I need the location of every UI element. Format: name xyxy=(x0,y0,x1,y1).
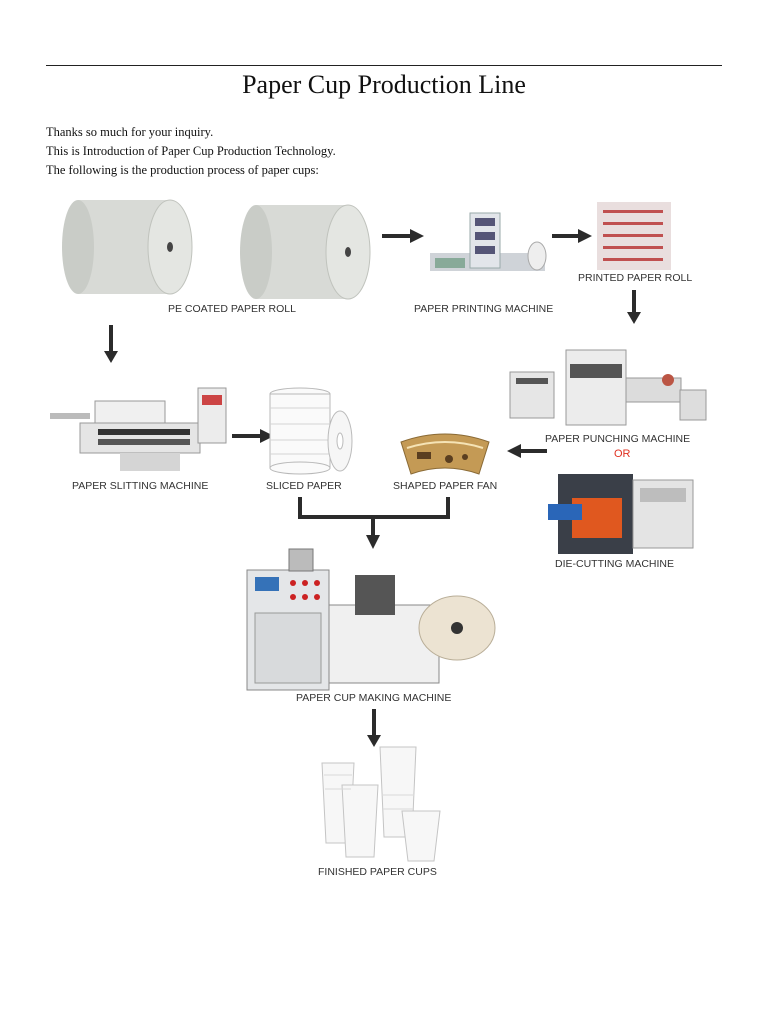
label-punching-machine: PAPER PUNCHING MACHINE xyxy=(545,433,691,445)
intro-line-2: This is Introduction of Paper Cup Produc… xyxy=(46,144,336,158)
sliced-paper-image xyxy=(268,386,356,478)
pe-coated-roll-image-1 xyxy=(60,198,200,298)
label-die-cutting: DIE-CUTTING MACHINE xyxy=(555,558,674,570)
printing-machine-image xyxy=(425,208,550,278)
top-rule xyxy=(46,65,722,66)
page-title: Paper Cup Production Line xyxy=(242,70,526,99)
label-printed-roll: PRINTED PAPER ROLL xyxy=(578,272,693,284)
finished-cups-image xyxy=(318,745,446,865)
cup-making-machine-image xyxy=(245,545,500,693)
label-paper-fan: SHAPED PAPER FAN xyxy=(393,480,498,492)
label-printing-machine: PAPER PRINTING MACHINE xyxy=(414,303,554,315)
label-sliced-paper: SLICED PAPER xyxy=(266,480,342,492)
arrow-down-icon xyxy=(367,709,381,747)
label-finished-cups: FINISHED PAPER CUPS xyxy=(318,866,437,878)
label-pe-roll: PE COATED PAPER ROLL xyxy=(168,303,296,315)
paper-fan-image xyxy=(397,432,493,478)
arrow-right-icon xyxy=(552,229,592,243)
merge-bracket xyxy=(298,497,450,549)
label-slitting-machine: PAPER SLITTING MACHINE xyxy=(72,480,209,492)
pe-coated-roll-image-2 xyxy=(238,203,378,303)
intro-line-3: The following is the production process … xyxy=(46,163,319,177)
punching-machine-image xyxy=(508,340,708,430)
die-cutting-machine-image xyxy=(548,466,698,558)
printed-roll-image xyxy=(597,202,671,270)
arrow-left-icon xyxy=(507,444,547,458)
arrow-right-icon xyxy=(382,229,424,243)
label-or: OR xyxy=(614,448,631,460)
arrow-down-icon xyxy=(627,290,641,324)
arrow-down-icon xyxy=(104,325,118,363)
label-cup-machine: PAPER CUP MAKING MACHINE xyxy=(296,692,452,704)
slitting-machine-image xyxy=(50,383,230,475)
arrow-right-icon xyxy=(232,429,274,443)
intro-line-1: Thanks so much for your inquiry. xyxy=(46,125,214,139)
